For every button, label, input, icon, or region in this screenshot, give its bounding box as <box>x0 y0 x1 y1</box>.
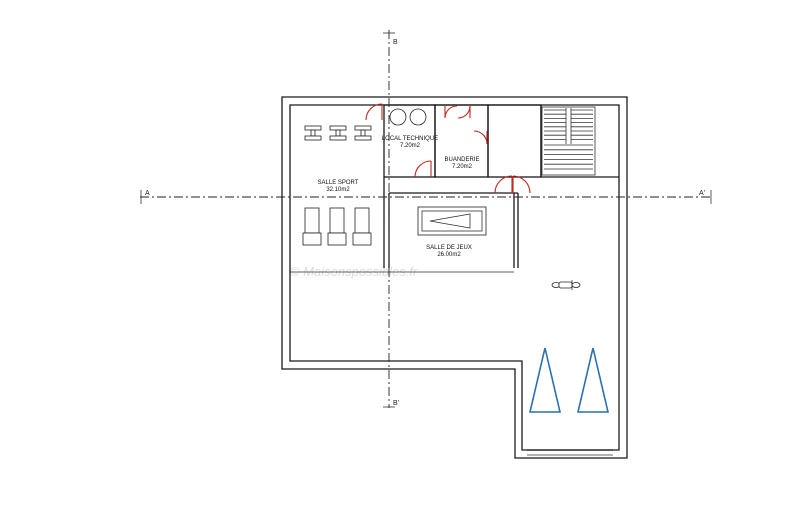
room-salle-sport: SALLE SPORT 32.10m2 <box>318 180 359 193</box>
room-name: LOCAL TECHNIQUE <box>382 136 438 142</box>
exterior-wall <box>281 96 628 459</box>
room-name: BUANDERIE <box>444 157 479 163</box>
room-local-technique: LOCAL TECHNIQUE 7.20m2 <box>382 136 438 149</box>
game-table <box>417 206 487 236</box>
axis-label-a: A <box>145 190 150 197</box>
axis-label-b: B <box>393 39 398 46</box>
room-salle-de-jeux: SALLE DE JEUX 26.00m2 <box>426 245 472 258</box>
watermark: © Maisonspossibles.fr <box>290 264 418 279</box>
parking-markers <box>528 347 610 413</box>
axis-label-a-prime: A' <box>699 190 705 197</box>
section-axis-horizontal: A A' <box>140 190 712 204</box>
axis-label-b-prime: B' <box>393 400 399 407</box>
section-axis-vertical: B B' <box>383 30 399 408</box>
motorbike-icon <box>551 280 581 290</box>
room-name: SALLE SPORT <box>318 180 359 186</box>
technical-tanks <box>389 108 427 126</box>
room-area: 32.10m2 <box>326 187 350 193</box>
room-area: 26.00m2 <box>437 252 461 258</box>
staircase <box>541 106 596 176</box>
room-area: 7.20m2 <box>400 143 421 149</box>
room-buanderie: BUANDERIE 7.20m2 <box>444 157 479 170</box>
room-name: SALLE DE JEUX <box>426 245 472 251</box>
stair-outline <box>541 106 596 176</box>
gym-equipment-treadmills <box>302 207 372 246</box>
doors <box>365 103 531 194</box>
gym-equipment-machines <box>304 125 372 141</box>
room-area: 7.20m2 <box>452 164 473 170</box>
